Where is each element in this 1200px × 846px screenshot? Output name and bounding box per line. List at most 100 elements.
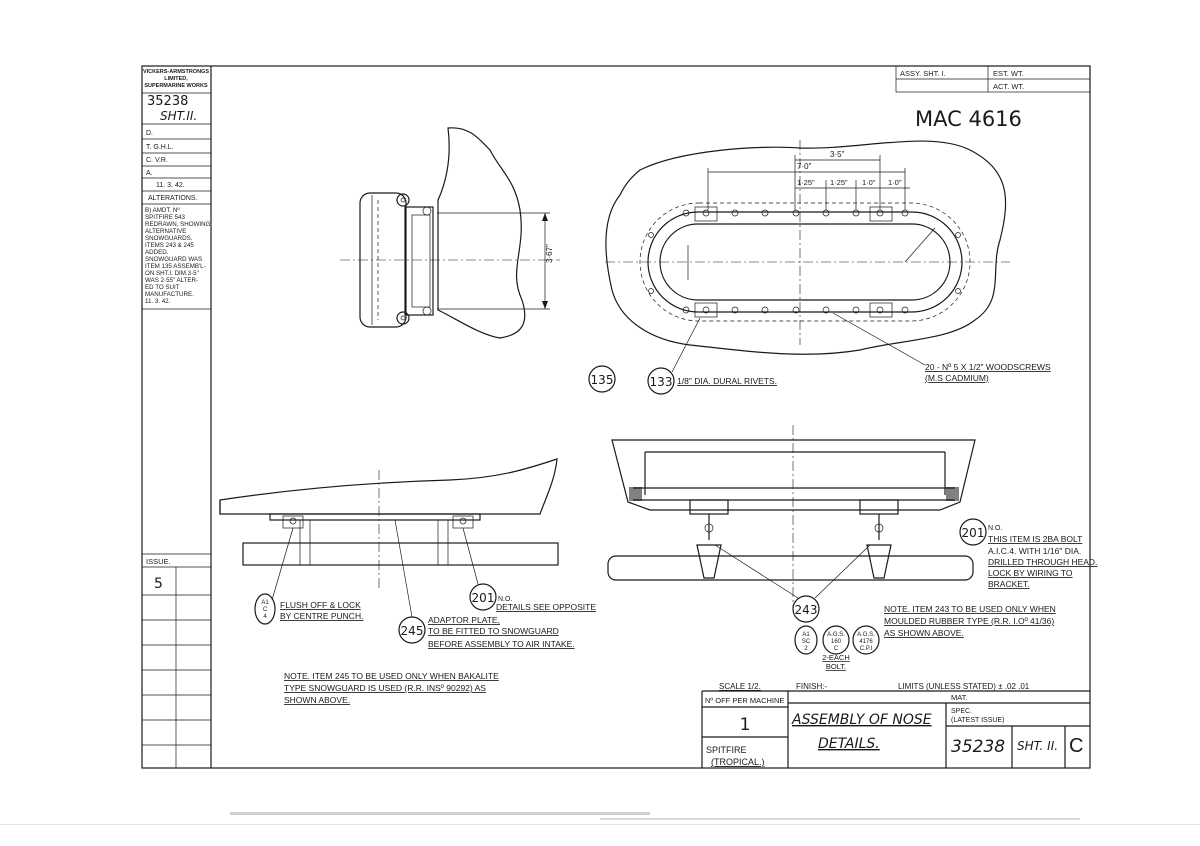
callout-ac4-label-c: C <box>263 607 268 613</box>
height-dimension: 3·67" <box>545 244 554 263</box>
bottom-left-callouts: A1 C 4 FLUSH OFF & LOCK BY CENTRE PUNCH.… <box>254 519 596 649</box>
bolt-note-4: LOCK BY WIRING TO <box>988 568 1073 578</box>
drawing-title-2: DETAILS. <box>818 736 880 752</box>
cadmium-note: (M.S CADMIUM) <box>925 373 989 383</box>
no-b: N.O. <box>988 525 1002 532</box>
limits: LIMITS (UNLESS STATED) ± .02 .01 <box>898 682 1030 691</box>
signoff-t: T. G.H.L. <box>146 144 174 151</box>
ags160-l2: 160 <box>831 639 842 645</box>
note-245: NOTE. ITEM 245 TO BE USED ONLY WHEN BAKA… <box>284 671 499 705</box>
alt-line: SNOWGUARD WAS <box>145 256 202 263</box>
callout-ags160 <box>822 625 850 655</box>
alt-line: ON SHT.I. DIM.3·5" <box>145 270 199 277</box>
title-block: SCALE 1/2. FINISH:- LIMITS (UNLESS STATE… <box>701 682 1090 768</box>
rivets-note: 1/8" DIA. DURAL RIVETS. <box>677 376 777 386</box>
assy-sheet: ASSY. SHT. I. <box>900 69 946 78</box>
callout-ac4-label: A1 <box>261 600 269 606</box>
callout-ac4-label-4: 4 <box>263 614 267 620</box>
ags160-l3: C <box>834 646 839 652</box>
material: MAT. <box>951 693 968 702</box>
note-245-2: TYPE SNOWGUARD IS USED (R.R. INSº 90292)… <box>284 683 486 693</box>
rivet-row-bottom <box>682 306 909 314</box>
signoff-a: A. <box>146 170 153 177</box>
drawing-title-1: ASSEMBLY OF NOSE <box>791 712 932 728</box>
alterations-heading: ALTERATIONS. <box>148 195 198 202</box>
bolt-note-3: DRILLED THROUGH HEAD. <box>988 557 1097 567</box>
latest-issue: (LATEST ISSUE) <box>951 717 1004 724</box>
alt-line: ADDED. <box>145 249 169 256</box>
alt-line: SPITFIRE 543 <box>145 214 185 221</box>
details-opposite: DETAILS SEE OPPOSITE <box>496 602 596 612</box>
alt-line: MANUFACTURE. <box>145 291 194 298</box>
issue-value: 5 <box>154 576 163 592</box>
alt-line: ED TO SUIT <box>145 284 180 291</box>
ags4176-l2: 4176 <box>859 639 873 645</box>
maker-line2: LIMITED, <box>164 76 188 82</box>
adaptor-note-3: BEFORE ASSEMBLY TO AIR INTAKE. <box>428 639 575 649</box>
note-243-1: NOTE. ITEM 243 TO BE USED ONLY WHEN <box>884 604 1056 614</box>
callout-ac2 <box>794 625 818 655</box>
ags4176-l3: C.P.I <box>860 646 873 652</box>
ac2-l1: A1 <box>802 632 810 638</box>
spec: SPEC. <box>951 708 972 715</box>
note-243-3: AS SHOWN ABOVE. <box>884 628 964 638</box>
plan-view: 3·5" 7·0" 1·25" 1·25" 1·0" 1·0" <box>605 140 1010 355</box>
dimension-inner: 7·0" <box>797 162 812 171</box>
callout-ac4 <box>254 593 276 625</box>
sheet-border <box>141 65 1091 769</box>
callout-201b-label: 201 <box>962 526 985 540</box>
ac2-l3: 2 <box>804 646 808 652</box>
bolt-note-2: A.I.C.4. WITH 1/16" DIA. <box>988 546 1081 556</box>
signoff-c: C. V.R. <box>146 157 168 164</box>
ags160-l1: A.G.S. <box>827 632 845 638</box>
callout-133 <box>647 367 675 395</box>
alt-line: ITEM 135 ASSEMB'L- <box>145 263 206 270</box>
callout-133-label: 133 <box>650 375 673 389</box>
quantity: 1 <box>740 715 751 735</box>
drawing-number-box: 35238 <box>147 94 188 109</box>
alt-line: REDRAWN, SHOWING <box>145 221 211 228</box>
side-view: 3·67" <box>340 127 560 339</box>
callout-201a-label: 201 <box>472 591 495 605</box>
callout-243 <box>792 595 820 623</box>
sheet-number: SHT. II. <box>1017 739 1058 753</box>
ac2-l2: SC <box>802 639 811 645</box>
maker-line3: SUPERMARINE WORKS <box>144 83 208 89</box>
finish: FINISH:- <box>796 682 827 691</box>
drawing-number: 35238 <box>951 737 1005 757</box>
bolt-note-5: BRACKET. <box>988 579 1030 589</box>
note-245-1: NOTE. ITEM 245 TO BE USED ONLY WHEN BAKA… <box>284 671 499 681</box>
rubber-section <box>607 425 976 610</box>
dimension-pitch3: 1·0" <box>862 178 876 187</box>
mac-reference: MAC 4616 <box>915 107 1022 131</box>
dimension-overall: 3·5" <box>830 150 845 159</box>
callout-ags4176 <box>852 625 880 655</box>
scan-noise <box>0 812 1200 825</box>
adaptor-note-1: ADAPTOR PLATE, <box>428 615 500 625</box>
scale: SCALE 1/2. <box>719 682 761 691</box>
callout-201b <box>959 518 987 546</box>
alt-line: 11. 3. 42. <box>145 298 171 305</box>
issue-label: ISSUE. <box>146 557 171 566</box>
signoff-date: 11. 3. 42. <box>156 182 185 189</box>
alt-line: ALTERNATIVE <box>145 228 186 235</box>
dimension-pitch2: 1·25" <box>830 178 848 187</box>
woodscrews-note: 20 - Nº 5 X 1/2" WOODSCREWS <box>925 362 1051 372</box>
alt-line: WAS 2·55" ALTER- <box>145 277 198 284</box>
adaptor-note-2: TO BE FITTED TO SNOWGUARD <box>428 626 559 636</box>
est-weight: EST. WT. <box>993 69 1024 78</box>
issue-letter: C <box>1069 735 1083 757</box>
alterations-text: B) AMDT. Nº SPITFIRE 543 REDRAWN, SHOWIN… <box>145 207 211 305</box>
note-243-2: MOULDED RUBBER TYPE (R.R. I.Oº 41/36) <box>884 616 1054 626</box>
bottom-right-callouts: 201 N.O. THIS ITEM IS 2BA BOLT A.I.C.4. … <box>714 518 1097 671</box>
each-bolt-2: BOLT. <box>826 662 846 671</box>
callout-243-label: 243 <box>795 603 818 617</box>
left-info-column: VICKERS-ARMSTRONGS LIMITED, SUPERMARINE … <box>142 69 211 768</box>
maker-line1: VICKERS-ARMSTRONGS <box>143 69 209 75</box>
top-right-weight-box: ASSY. SHT. I. EST. WT. ACT. WT. <box>895 65 1091 93</box>
bakelite-section <box>219 458 559 590</box>
dimension-pitch4: 1·0" <box>888 178 902 187</box>
flush-note-2: BY CENTRE PUNCH. <box>280 611 363 621</box>
no-a: N.O. <box>498 596 512 603</box>
